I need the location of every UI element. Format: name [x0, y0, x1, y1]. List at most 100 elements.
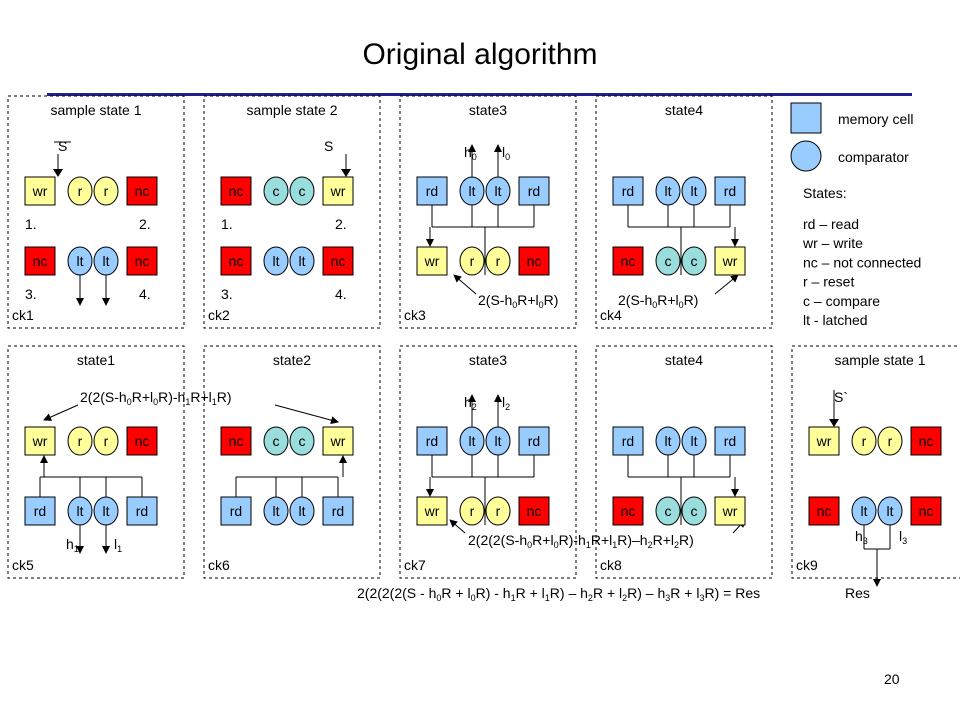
panel-ck4-bottom-comp2-label: c — [691, 253, 698, 269]
panel-ck1-num-1: 1. — [25, 216, 37, 232]
panel-ck9-bottom-comp1-label: lt — [861, 503, 868, 519]
panel-ck9-bottom-right-nc-cell — [910, 496, 942, 526]
panel-ck8-bottom-left-label: nc — [621, 503, 636, 519]
panel-ck7-bottom-comp1-r-comparator — [459, 496, 485, 526]
panel-ck9-s-label: S` — [834, 389, 848, 405]
legend-comparator-label: comparator — [838, 149, 909, 165]
panel-ck5-frame — [7, 345, 185, 579]
legend-state-2: nc – not connected — [803, 254, 921, 270]
expr-ck7-arrow — [449, 519, 466, 534]
panel-ck7-bottom-left-label: wr — [424, 503, 440, 519]
panel-ck3-bottom-comp1-label: r — [470, 253, 475, 269]
panel-ck3-top-left-rd-cell — [416, 176, 448, 206]
panel-ck9-top-comp2-label: r — [888, 433, 893, 449]
panel-ck1-top-left-label: wr — [32, 183, 48, 199]
panel-ck5-clock: ck5 — [12, 557, 34, 573]
panel-ck6-title: state2 — [273, 352, 311, 368]
panel-ck6-top-comp2-label: c — [299, 433, 306, 449]
panel-ck4-top-right-rd-cell — [714, 176, 746, 206]
panel-ck9-bottom-comp2-label: lt — [887, 503, 894, 519]
panel-ck7-top-comp2-label: lt — [495, 433, 502, 449]
panel-ck4-top-left-label: rd — [622, 183, 634, 199]
panel-ck4-bottom-right-label: wr — [722, 253, 738, 269]
expr-ck5-arrow-right — [274, 404, 339, 425]
panel-ck5-h-label: h1 — [66, 536, 79, 554]
panel-ck9-clock: ck9 — [796, 557, 818, 573]
panel-ck1-top-comp1-r-comparator — [67, 176, 93, 206]
title-underline — [47, 93, 912, 96]
panel-ck9-bottom-right-label: nc — [919, 503, 934, 519]
panel-ck5-bottom-left-label: rd — [34, 503, 46, 519]
panel-ck4-title: state4 — [665, 102, 703, 118]
panel-ck4-bottom-left-label: nc — [621, 253, 636, 269]
panel-ck8-top-right-rd-cell — [714, 426, 746, 456]
panel-ck2-title: sample state 2 — [246, 102, 337, 118]
panel-ck2-top-left-nc-cell — [220, 176, 252, 206]
panel-ck5-bottom-comp2-label: lt — [103, 503, 110, 519]
panel-ck1-num-3: 3. — [25, 286, 37, 302]
expr-ck4: 2(S-h0R+l0R) — [618, 292, 698, 310]
panel-ck4-top-comp2-label: lt — [691, 183, 698, 199]
panel-ck1-s-label: S — [58, 138, 67, 154]
expr-res: Res — [845, 585, 870, 601]
panel-ck2-bottom-comp2-label: lt — [299, 253, 306, 269]
panel-ck8-top-left-label: rd — [622, 433, 634, 449]
panel-ck8-top-left-rd-cell — [612, 426, 644, 456]
panel-ck5-bottom-left-rd-cell — [24, 496, 56, 526]
panel-ck8-bottom-comp2-label: c — [691, 503, 698, 519]
panel-ck6-bottom-comp2-label: lt — [299, 503, 306, 519]
panel-ck1-s-arrowhead — [53, 169, 63, 177]
panel-ck9-top-right-nc-cell — [910, 426, 942, 456]
page-number: 20 — [884, 671, 900, 687]
panel-ck1-top-right-label: nc — [135, 183, 150, 199]
panel-ck9-bottom-left-label: nc — [817, 503, 832, 519]
panel-ck7-top-right-rd-cell — [518, 426, 550, 456]
panel-ck5-bottom-comp1-label: lt — [77, 503, 84, 519]
expr-ck4-arrow — [714, 274, 739, 295]
panel-ck5-top-comp2-r-comparator — [93, 426, 119, 456]
panel-ck1-top-comp2-label: r — [104, 183, 109, 199]
expr-ck7-8: 2(2(2(S-h0R+l0R)-h1R+l1R)–h2R+l2R) — [468, 532, 694, 550]
panel-ck2-bottom-comp1-lt-comparator — [263, 246, 289, 276]
panel-ck9-s-arrowhead — [829, 419, 839, 427]
panel-ck2-bottom-right-nc-cell — [322, 246, 354, 276]
panel-ck9-l-label: l3 — [899, 528, 907, 546]
panel-ck2-top-right-label: wr — [330, 183, 346, 199]
panel-ck1-top-right-nc-cell — [126, 176, 158, 206]
panel-ck7-bottom-right-nc-cell — [518, 496, 550, 526]
panel-ck6-frame — [203, 345, 381, 579]
panel-ck2-top-comp1-label: c — [273, 183, 280, 199]
panel-ck4-bottom-right-wr-cell — [714, 246, 746, 276]
panel-ck1-top-comp2-r-comparator — [93, 176, 119, 206]
panel-ck8-title: state4 — [665, 352, 703, 368]
panel-ck9-top-comp1-r-comparator — [851, 426, 877, 456]
panel-ck1-bottom-left-label: nc — [33, 253, 48, 269]
panel-ck2-top-comp2-c-comparator — [289, 176, 315, 206]
panel-ck1-top-left-wr-cell — [24, 176, 56, 206]
panel-ck3-top-left-label: rd — [426, 183, 438, 199]
panel-ck8-top-comp1-label: lt — [665, 433, 672, 449]
panel-ck8-bottom-comp1-c-comparator — [655, 496, 681, 526]
panel-ck9-title: sample state 1 — [834, 352, 925, 368]
panel-ck4-top-left-rd-cell — [612, 176, 644, 206]
panel-ck5-top-comp1-r-comparator — [67, 426, 93, 456]
panel-ck7-bottom-comp1-label: r — [470, 503, 475, 519]
panel-ck7-title: state3 — [469, 352, 507, 368]
panel-ck6-clock: ck6 — [208, 557, 230, 573]
legend-memory-cell-swatch — [790, 102, 822, 134]
panel-ck2-s-arrowhead — [341, 169, 351, 177]
panel-ck7-l-label: l2 — [502, 394, 510, 412]
panel-ck2-bottom-comp1-label: lt — [273, 253, 280, 269]
panel-ck3-top-right-rd-cell — [518, 176, 550, 206]
panel-ck8-bottom-comp2-c-comparator — [681, 496, 707, 526]
panel-ck1-bottom-comp1-label: lt — [77, 253, 84, 269]
panel-ck6-top-left-nc-cell — [220, 426, 252, 456]
panel-ck2-clock: ck2 — [208, 307, 230, 323]
slide-title: Original algorithm — [362, 38, 598, 71]
panel-ck3-bottom-left-label: wr — [424, 253, 440, 269]
panel-ck3-h-label: h0 — [464, 144, 477, 162]
panel-ck1-top-comp1-label: r — [78, 183, 83, 199]
panel-ck7-top-left-rd-cell — [416, 426, 448, 456]
